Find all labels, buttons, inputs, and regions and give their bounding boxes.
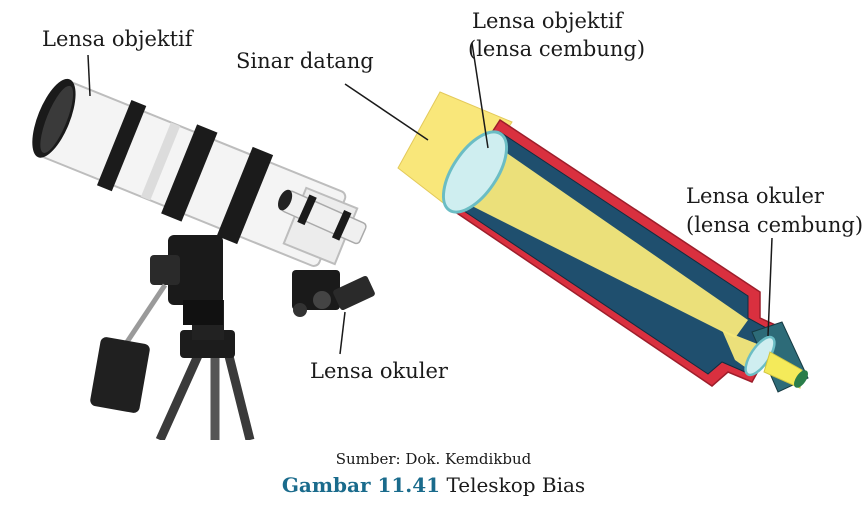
figure-illustration: Lensa objektif Sinar datang Lensa okuler… [0,0,867,440]
caption-figure-number: Gambar 11.41 [282,473,440,497]
label-right-eyepiece-line2: (lensa cembung) [686,213,863,237]
telescope-photo [21,68,376,440]
pointer-incoming-rays [345,84,428,140]
caption-figure-title: Teleskop Bias [446,473,585,497]
label-right-objective-line1: Lensa objektif [472,9,625,33]
label-right-objective-line2: (lensa cembung) [468,37,645,61]
label-left-objective: Lensa objektif [42,27,195,51]
caption-source: Sumber: Dok. Kemdikbud [0,448,867,470]
eyepiece-assembly [292,270,376,317]
label-left-eyepiece: Lensa okuler [310,359,449,383]
caption-title-line: Gambar 11.41 Teleskop Bias [0,470,867,500]
pointer-left-eyepiece [340,312,345,354]
label-right-eyepiece-line1: Lensa okuler [686,184,825,208]
pointer-right-eyepiece [768,238,772,336]
label-incoming-rays: Sinar datang [236,49,374,73]
equatorial-mount [89,235,223,414]
refractor-diagram [398,92,811,392]
figure-caption: Sumber: Dok. Kemdikbud Gambar 11.41 Tele… [0,448,867,500]
